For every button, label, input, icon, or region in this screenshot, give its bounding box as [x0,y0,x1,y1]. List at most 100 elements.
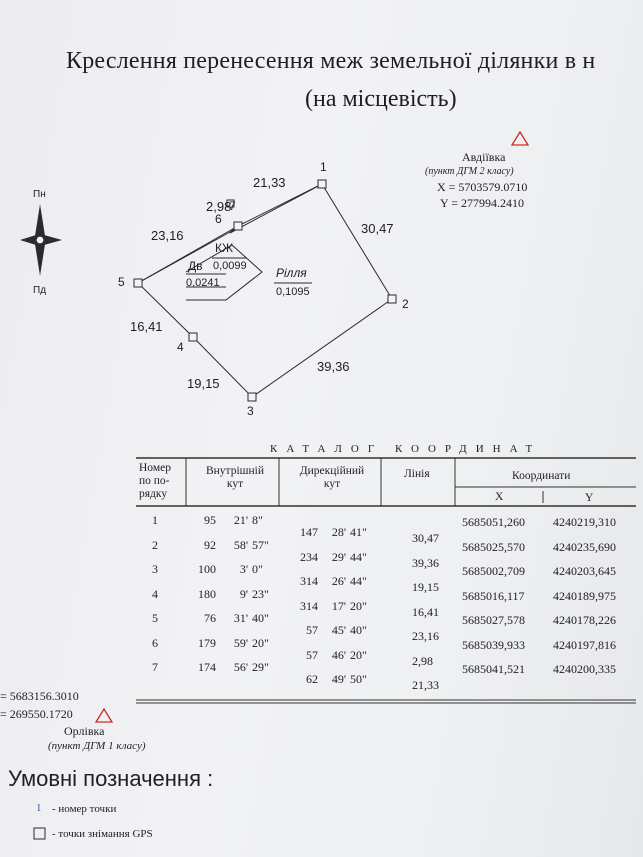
cell-direction-deg: 314 [300,598,318,613]
legend-item-label: - номер точки [52,803,117,815]
side-length-label: 23,16 [151,228,184,243]
cell-line-length: 19,15 [412,580,439,594]
header-x: X [495,491,504,503]
parcel-code-label: Дв [188,259,203,273]
cell-direction-sec: 50" [350,672,367,686]
cell-direction-min: 26' [331,574,346,588]
cell-point-number: 2 [152,537,158,552]
cell-line-length: 16,41 [412,604,439,619]
cell-coord-y: 4240178,226 [553,613,616,627]
side-length-label: 19,15 [187,376,220,391]
legend-point-number-symbol: 1 [36,802,42,814]
cell-inner-angle-sec: 57" [252,537,269,552]
cell-inner-angle-min: 21' [233,513,248,527]
point-label-6: 6 [215,212,222,226]
cell-point-number: 4 [152,586,158,601]
cell-direction-min: 45' [331,623,346,637]
parcel-area-label: 0,0099 [213,260,247,272]
header-inner-angle: Внутрішній кут [205,465,265,490]
cell-direction-sec: 44" [350,549,367,564]
cell-line-length: 2,98 [412,653,433,668]
catalog-title: КАТАЛОГ КООРДИНАТ [270,443,542,455]
header-y: Y [585,492,594,504]
parcel-code-label: КЖ [215,241,234,255]
cell-inner-angle-sec: 8" [252,513,263,527]
side-length-label: 2,98 [206,199,232,214]
cell-coord-x: 5685051,260 [462,515,525,529]
cell-inner-angle-deg: 174 [198,660,216,674]
cell-direction-min: 29' [331,549,346,564]
cell-coord-y: 4240219,310 [553,515,616,529]
cell-direction-min: 17' [331,598,346,613]
cell-inner-angle-min: 3' [239,562,248,576]
cell-coord-x: 5685027,578 [462,613,525,627]
cell-line-length: 39,36 [412,555,439,570]
cell-coord-x: 5685041,521 [462,662,525,676]
cell-point-number: 6 [152,635,158,650]
cell-inner-angle-deg: 180 [198,586,216,601]
reference-point-x: = 5683156.3010 [0,689,79,703]
cell-inner-angle-min: 9' [239,586,248,601]
cell-direction-sec: 44" [350,574,367,588]
cell-inner-angle-sec: 0" [252,562,263,576]
legend-title: Умовні позначення : [8,766,214,791]
triangle-icon [510,130,530,146]
cell-point-number: 1 [152,513,158,527]
point-label-2: 2 [402,297,409,311]
cell-direction-deg: 147 [300,525,318,539]
gps-point-markers [133,179,397,402]
reference-point-name: Авдіївка [462,150,506,164]
header-direction-angle: Дирекційний кут [299,465,365,490]
side-length-label: 30,47 [361,221,394,236]
header-coordinates: Координати [512,470,571,482]
compass-icon [20,204,62,276]
compass-north-label: Пн [33,189,46,200]
cell-point-number: 5 [152,611,158,625]
cell-coord-x: 5685039,933 [462,637,525,652]
cell-inner-angle-min: 59' [233,635,248,650]
cell-coord-y: 4240200,335 [553,662,616,676]
cell-point-number: 7 [152,660,158,674]
cell-inner-angle-min: 58' [233,537,248,552]
cell-line-length: 21,33 [412,678,439,692]
reference-point-y: = 269550.1720 [0,707,73,721]
cell-inner-angle-min: 31' [233,611,248,625]
reference-point-type: (пункт ДГМ 1 класу) [48,740,146,752]
header-number: Номер по по- рядку [139,462,171,500]
point-label-7: 7 [229,199,236,213]
cell-inner-angle-deg: 95 [204,513,216,527]
cell-coord-y: 4240235,690 [553,539,616,554]
reference-point-type: (пункт ДГМ 2 класу) [425,166,514,177]
cell-inner-angle-sec: 29" [252,660,269,674]
cell-inner-angle-deg: 92 [204,537,216,552]
parcel-area-label: 0,0241 [186,277,220,289]
point-label-4: 4 [177,340,184,354]
cell-direction-sec: 20" [350,598,367,613]
cell-direction-min: 28' [331,525,346,539]
parcel-code-label: Рілля [276,266,307,280]
parcel-area-label: 0,1095 [276,286,310,298]
title-line-2: (на місцевість) [305,86,457,112]
cell-inner-angle-min: 56' [233,660,248,674]
side-length-label: 21,33 [253,175,286,190]
legend-item-label: - точки знімання GPS [52,828,153,840]
cell-inner-angle-deg: 179 [198,635,216,650]
cell-direction-sec: 40" [350,623,367,637]
cell-coord-x: 5685002,709 [462,564,525,578]
point-label-5: 5 [118,275,125,289]
title-line-1: Креслення перенесення меж земельної діля… [66,48,596,74]
cell-coord-y: 4240197,816 [553,637,616,652]
cell-coord-x: 5685025,570 [462,539,525,554]
cell-line-length: 30,47 [412,531,439,545]
reference-point-name: Орлівка [64,724,105,738]
boundary-plan [20,130,530,402]
cell-coord-y: 4240203,645 [553,564,616,578]
header-line: Лінія [404,468,430,480]
reference-point-x: X = 5703579.0710 [437,180,528,194]
cell-direction-deg: 314 [300,574,318,588]
cell-direction-deg: 62 [306,672,318,686]
cell-point-number: 3 [152,562,158,576]
cell-direction-deg: 57 [306,647,318,662]
cell-inner-angle-sec: 20" [252,635,269,650]
reference-point-y: Y = 277994.2410 [440,196,524,210]
